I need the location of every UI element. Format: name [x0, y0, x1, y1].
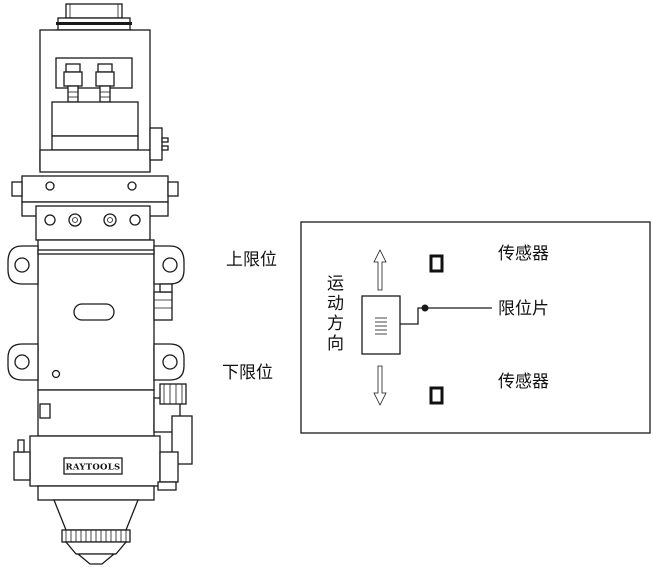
brand-plate: RAYTOOLS [63, 457, 123, 475]
side-fitting-right [153, 283, 173, 321]
moving-block [361, 295, 401, 355]
sensor-top-label: 传感器 [498, 244, 549, 264]
main-body [7, 239, 185, 391]
sensor-top-icon [429, 254, 444, 273]
sensor-bottom-icon [429, 386, 444, 405]
arrow-up-icon [373, 249, 387, 291]
direction-char-1: 运 [327, 274, 344, 294]
direction-char-4: 向 [327, 334, 344, 354]
sensor-bottom-label: 传感器 [498, 372, 549, 392]
diagram-frame [300, 221, 651, 434]
arrow-down-icon [373, 365, 387, 406]
upper-limit-label: 上限位 [226, 250, 277, 270]
limit-plate-label: 限位片 [498, 299, 549, 319]
lower-limit-label: 下限位 [222, 363, 273, 383]
direction-char-3: 方 [327, 314, 344, 334]
limit-diagram: 上限位 下限位 运 动 方 向 传感器 限位片 传感器 [222, 221, 651, 434]
side-connector-upper [149, 127, 169, 161]
limit-plate-pointer [400, 304, 492, 325]
direction-char-2: 动 [327, 294, 344, 314]
water-connectors [63, 63, 115, 103]
direction-label: 运 动 方 向 [327, 274, 344, 354]
nozzle-knurling [65, 530, 127, 542]
mounting-plate [11, 175, 179, 241]
laser-head-illustration: RAYTOOLS [7, 3, 193, 565]
nozzle-assembly [37, 485, 155, 565]
brand-label: RAYTOOLS [66, 463, 121, 473]
